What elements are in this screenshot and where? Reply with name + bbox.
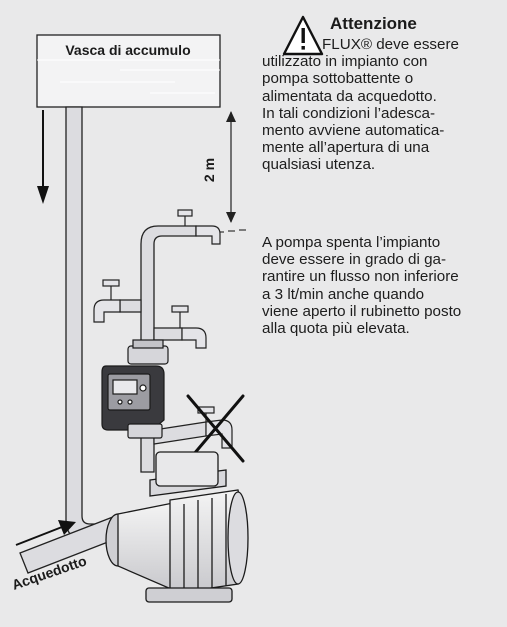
- warning-text-line: rantire un flusso non inferiore: [262, 268, 459, 286]
- tank-label: Vasca di accumulo: [65, 42, 190, 58]
- warning-text-line: utilizzato in impianto con: [262, 53, 428, 71]
- supply-pipe: [65, 106, 113, 541]
- height-label: 2 m: [201, 158, 217, 182]
- tap-top: [177, 209, 221, 245]
- warning-text-line: qualsiasi utenza.: [262, 156, 376, 174]
- storage-tank: Vasca di accumulo: [36, 34, 221, 108]
- inlet-arrow-icon: [15, 520, 76, 546]
- warning-text-line: pompa sottobattente o: [262, 70, 414, 88]
- tap-left: [93, 279, 121, 323]
- warning-text-line: alimentata da acquedotto.: [262, 87, 437, 105]
- warning-text-line: viene aperto il rubinetto posto: [262, 302, 462, 320]
- height-dimension: [226, 111, 236, 223]
- warning-title: Attenzione: [330, 14, 417, 33]
- electric-pump: [105, 451, 249, 603]
- flux-controller: [101, 339, 169, 439]
- flow-arrow-icon: [37, 110, 49, 204]
- tap-right: [171, 305, 207, 349]
- warning-text-line: alla quota più elevata.: [262, 320, 410, 338]
- warning-text-line: a 3 lt/min anche quando: [262, 285, 425, 303]
- warning-text-line: FLUX® deve essere: [322, 36, 459, 53]
- warning-text-line: deve essere in grado di ga-: [262, 251, 447, 269]
- warning-text-line: A pompa spenta l’impianto: [262, 234, 441, 251]
- warning-text-line: mente all’apertura di una: [262, 139, 430, 157]
- warning-text-line: In tali condizioni l’adesca-: [262, 104, 436, 122]
- warning-triangle-icon: [282, 15, 324, 56]
- cross-mark-icon: [186, 394, 245, 463]
- warning-text-line: mento avviene automatica-: [262, 122, 445, 140]
